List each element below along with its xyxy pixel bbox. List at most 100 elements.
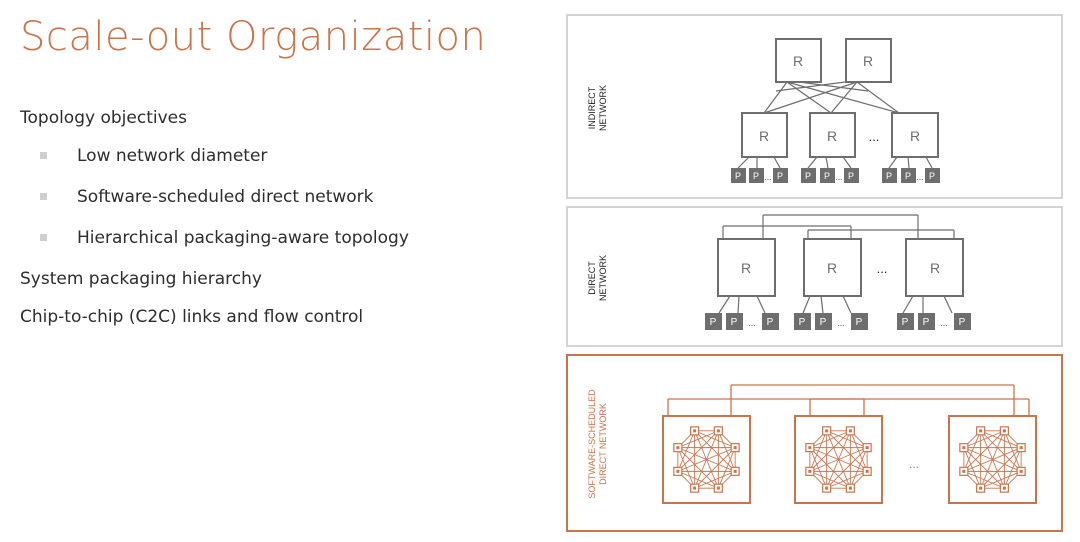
mesh-node-core <box>676 446 680 450</box>
svg-text:P: P <box>735 171 741 181</box>
bullet-software-scheduled: Software-scheduled direct network <box>20 187 409 207</box>
mesh-node-core <box>825 429 829 433</box>
mesh-node-core <box>825 486 829 490</box>
mesh-node-core <box>865 446 869 450</box>
router-label: R <box>827 128 837 144</box>
mesh-node-core <box>1019 446 1023 450</box>
mesh-node-core <box>693 486 697 490</box>
mesh-link <box>677 430 719 449</box>
router-label: R <box>793 53 803 69</box>
svg-text:P: P <box>799 317 806 328</box>
svg-text:P: P <box>929 171 935 181</box>
bullet-hierarchical-packaging: Hierarchical packaging-aware topology <box>20 228 409 248</box>
mesh-node-core <box>979 486 983 490</box>
svg-text:...: ... <box>941 319 948 328</box>
sw-label-2: DIRECT NETWORK <box>598 403 608 485</box>
mesh-link <box>809 447 868 472</box>
sw-label-1: SOFTWARE-SCHEDULED <box>587 389 597 499</box>
mesh-node-core <box>808 446 812 450</box>
direct-links <box>718 214 955 314</box>
mesh-link <box>1003 447 1022 489</box>
indirect-network-panel: INDIRECT NETWORK R R R R R ... <box>566 14 1063 199</box>
svg-text:P: P <box>824 171 830 181</box>
mesh-node-core <box>693 429 697 433</box>
mesh-node-core <box>808 469 812 473</box>
mesh-node-core <box>848 486 852 490</box>
svg-text:P: P <box>905 171 911 181</box>
svg-text:P: P <box>959 317 966 328</box>
direct-processors <box>705 313 971 330</box>
svg-text:P: P <box>710 317 717 328</box>
mesh-node-core <box>1002 429 1006 433</box>
ellipsis: ... <box>877 261 888 276</box>
indirect-network-diagram: INDIRECT NETWORK R R R R R ... <box>587 38 940 183</box>
mesh-node-core <box>848 429 852 433</box>
mesh-node-core <box>1002 486 1006 490</box>
mesh-link <box>826 447 868 489</box>
mesh-node-core <box>962 469 966 473</box>
svg-text:P: P <box>902 317 909 328</box>
mesh-node-core <box>716 486 720 490</box>
indirect-links <box>737 81 933 169</box>
bullet-low-network-diameter: Low network diameter <box>20 146 409 166</box>
svg-text:...: ... <box>749 319 756 328</box>
ellipsis: ... <box>909 457 919 471</box>
svg-text:...: ... <box>765 173 772 182</box>
sw-links <box>667 384 1030 416</box>
mesh-link <box>677 447 736 472</box>
mesh-link <box>963 447 1022 472</box>
svg-text:P: P <box>753 171 759 181</box>
router-label: R <box>910 128 920 144</box>
bullet-list: Topology objectives Low network diameter… <box>20 108 409 327</box>
svg-text:P: P <box>856 317 863 328</box>
svg-text:P: P <box>777 171 783 181</box>
svg-text:...: ... <box>838 319 845 328</box>
svg-text:P: P <box>731 317 738 328</box>
bullet-topology-objectives: Topology objectives <box>20 108 187 128</box>
bullet-text: Low network diameter <box>77 146 268 166</box>
bullet-system-packaging: System packaging hierarchy <box>20 269 262 289</box>
mesh-link <box>980 447 1022 489</box>
mesh-node-core <box>733 469 737 473</box>
router-box <box>809 112 856 158</box>
bullet-c2c-links: Chip-to-chip (C2C) links and flow contro… <box>20 307 364 327</box>
software-scheduled-network-diagram: SOFTWARE-SCHEDULED DIRECT NETWORK ... <box>587 384 1037 504</box>
router-label: R <box>759 128 769 144</box>
indirect-label-2: NETWORK <box>598 85 608 131</box>
indirect-routers <box>741 38 939 158</box>
router-label: R <box>863 53 873 69</box>
svg-text:P: P <box>820 317 827 328</box>
router-box <box>775 38 822 83</box>
svg-text:P: P <box>767 317 774 328</box>
svg-text:P: P <box>805 171 811 181</box>
mesh-node-core <box>676 469 680 473</box>
mesh-link <box>963 430 1005 449</box>
bullet-text: Hierarchical packaging-aware topology <box>77 228 409 248</box>
router-label: R <box>827 260 837 276</box>
mesh-link <box>809 430 828 472</box>
ellipsis: ... <box>869 129 880 144</box>
direct-label-2: NETWORK <box>598 255 608 301</box>
svg-text:P: P <box>848 171 854 181</box>
mesh-node-core <box>716 429 720 433</box>
mesh-node-core <box>733 446 737 450</box>
mesh-link <box>717 447 736 489</box>
slide-title: Scale-out Organization <box>20 14 487 60</box>
indirect-label-1: INDIRECT <box>587 86 597 129</box>
bullet-text: Software-scheduled direct network <box>77 187 374 207</box>
mesh-node-core <box>962 446 966 450</box>
mesh-link <box>980 430 1022 449</box>
router-box <box>741 112 788 158</box>
router-box <box>891 112 939 158</box>
router-box <box>845 38 892 83</box>
svg-text:P: P <box>923 317 930 328</box>
mesh-node-core <box>1019 469 1023 473</box>
router-label: R <box>930 260 940 276</box>
svg-text:P: P <box>886 171 892 181</box>
sw-mesh-modules <box>662 415 1037 504</box>
direct-label-1: DIRECT <box>587 261 597 295</box>
